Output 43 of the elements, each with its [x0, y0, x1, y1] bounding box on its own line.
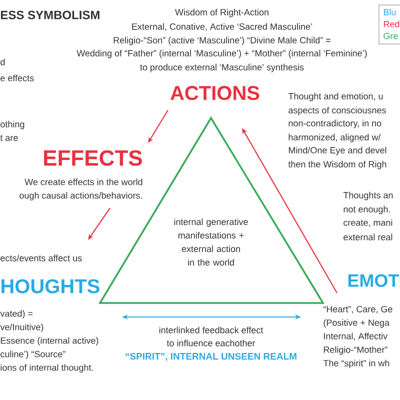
text-label: Wisdom of Right-Action	[175, 8, 268, 18]
text-label: not enough.	[344, 206, 390, 214]
body-text: We create effects in the world	[24, 178, 142, 186]
text-label: create, mani	[344, 219, 392, 227]
text-label: to influence eachother	[166, 340, 256, 346]
text-label: t are	[0, 135, 18, 141]
text-label: non-contradictory, in no	[288, 120, 382, 128]
text-label: external real	[344, 234, 392, 240]
title: ESS SYMBOLISM	[1, 10, 100, 20]
text-label: then the Wisdom of Righ	[288, 160, 386, 170]
body-text: Essence (internal active)	[0, 337, 98, 346]
body-text: Internal, Affectiv	[324, 332, 388, 340]
text-label: d	[0, 58, 5, 66]
body-text: (Positive + Nega	[324, 319, 390, 328]
text-label: Mind/One Eye and devel	[288, 146, 386, 156]
body-text: vated) =	[0, 310, 33, 319]
text-label: to produce external ‘Masculine’ synthesis	[140, 64, 304, 72]
heading: HOUGHTS	[2, 279, 100, 294]
body-text: “Heart”, Care, Ge	[324, 306, 392, 314]
legend-entry: Gre	[384, 32, 398, 40]
heading: EMOT	[348, 274, 399, 287]
body-text: culine’) “Source”	[0, 350, 66, 360]
text-label: Religio-“Son” (active ‘Masculine’) “Divine Male Child” =	[114, 36, 330, 46]
body-text: ough causal actions/behaviors.	[20, 192, 142, 200]
text-label: External, Conative, Active ‘Sacred Masculine’	[132, 23, 312, 31]
body-text: ve/Inuitive)	[0, 324, 44, 332]
legend-entry: Blu	[384, 8, 396, 16]
body-text: ects/events affect us	[0, 254, 82, 262]
text-label: harmonized, aligned w/	[288, 134, 381, 142]
text-label: interlinked feedback effect	[159, 326, 264, 334]
text-label: othing	[0, 120, 24, 130]
body-text: The “spirit” in wh	[323, 360, 390, 368]
body-text: ions of internal thought.	[0, 364, 93, 373]
text-label: aspects of consciousnes	[288, 106, 386, 116]
legend-entry: Red	[384, 20, 400, 28]
text-label: Wedding of “Father” (internal ‘Masculine’) + “Mother” (internal ‘Feminine’)	[76, 50, 367, 58]
heading: EFFECTS	[44, 150, 142, 166]
body-text: Religio-“Mother”	[324, 346, 388, 355]
text-label: Thought and emotion, u	[288, 92, 383, 102]
text-label: e effects	[0, 74, 34, 82]
text-label: Thoughts an	[343, 192, 393, 200]
text-label: “SPIRIT”, INTERNAL UNSEEN REALM	[126, 352, 296, 362]
heading: ACTIONS	[170, 86, 260, 100]
